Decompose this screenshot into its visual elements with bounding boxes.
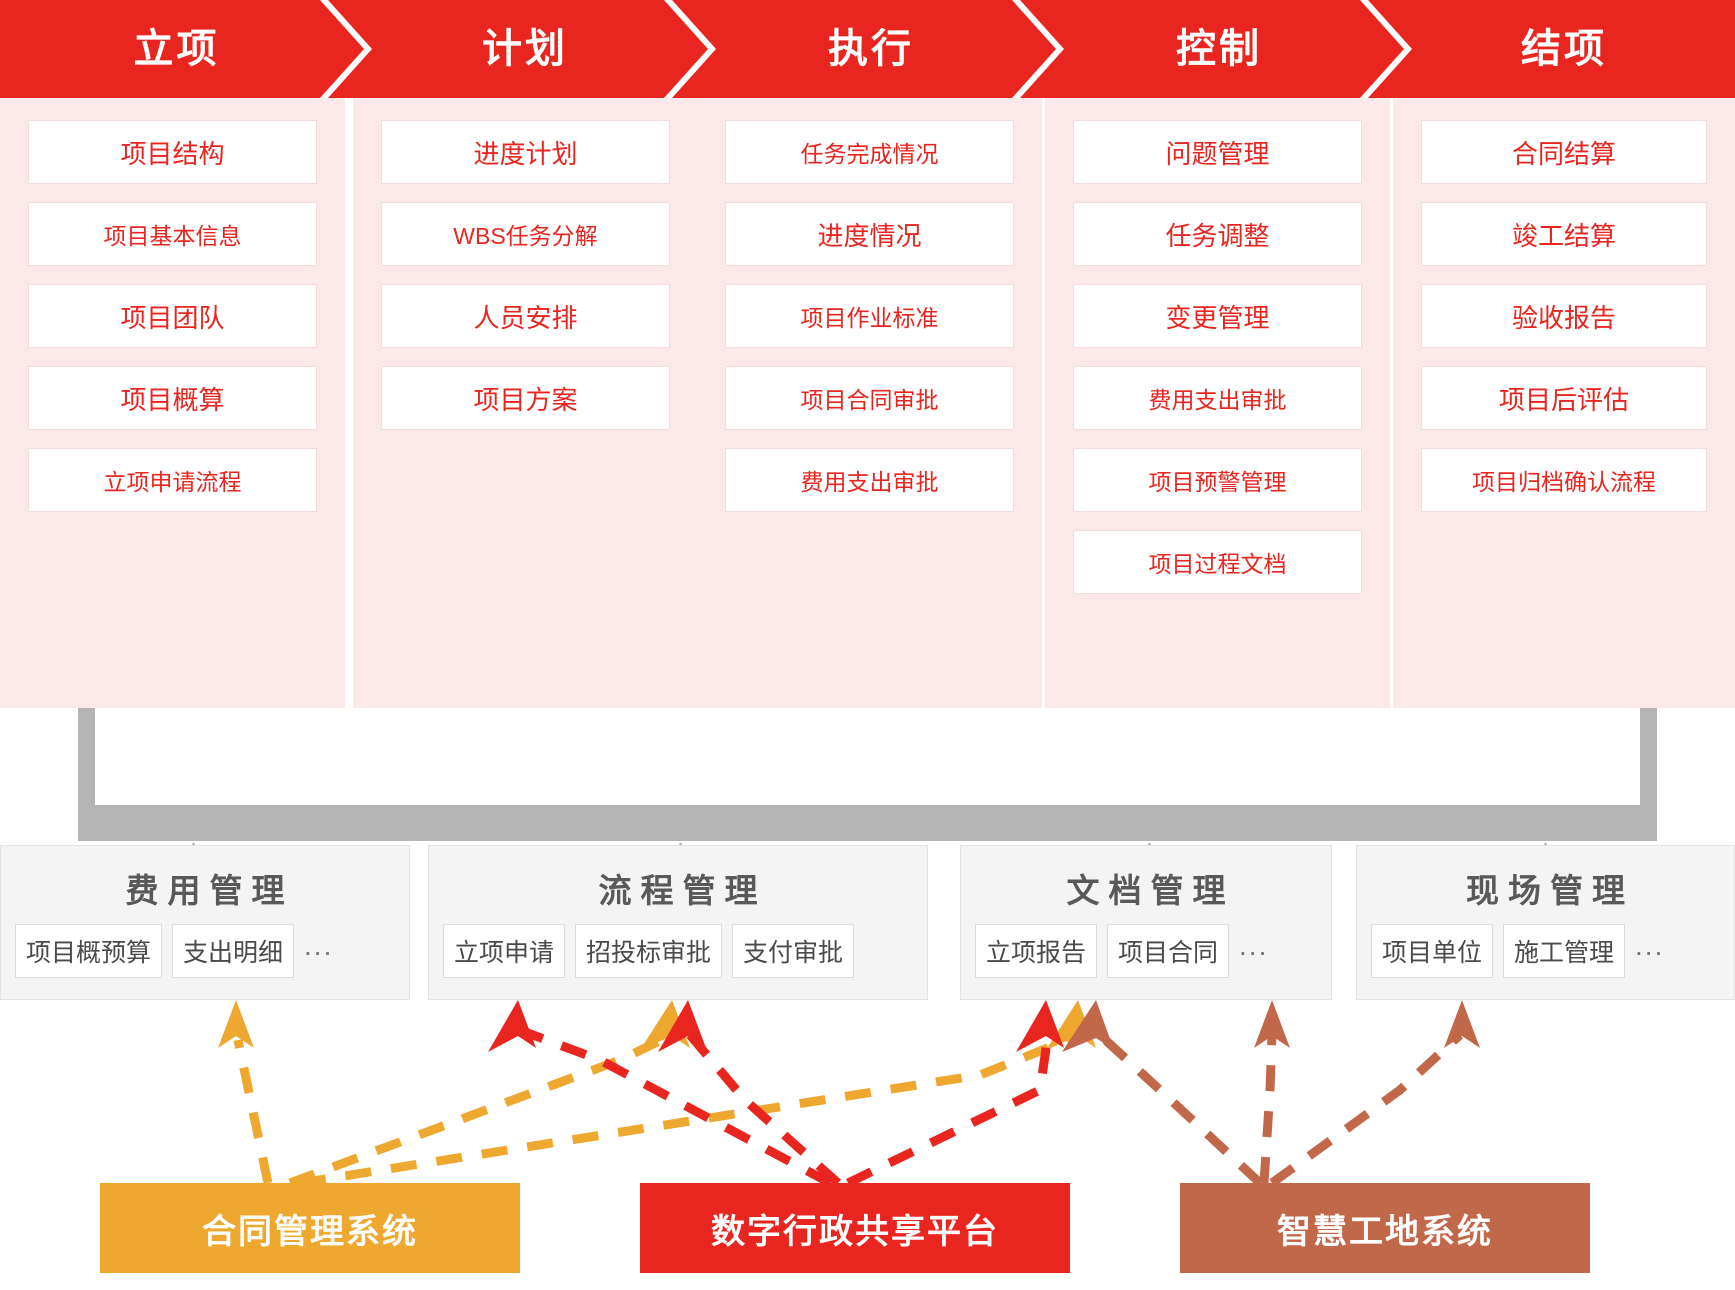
- system-label: 智慧工地系统: [1277, 1212, 1493, 1251]
- module-panel-process: 流程管理 立项申请 招投标审批 支付审批: [428, 845, 928, 1000]
- capability-tile[interactable]: 项目过程文档: [1073, 530, 1362, 594]
- capability-tile[interactable]: WBS任务分解: [381, 202, 670, 266]
- module-chip[interactable]: 施工管理: [1503, 924, 1626, 978]
- bracket-left-riser: [78, 708, 95, 820]
- module-more-ellipsis[interactable]: ...: [304, 930, 334, 961]
- dashed-link-orange-head: [218, 1000, 1096, 1050]
- stage-column-4: 问题管理 任务调整 变更管理 费用支出审批 项目预警管理 项目过程文档: [1045, 98, 1390, 708]
- module-chip[interactable]: 支出明细: [172, 924, 295, 978]
- capability-tile[interactable]: 项目方案: [381, 366, 670, 430]
- stage-chevron-3[interactable]: 执行: [697, 0, 1045, 98]
- stage-column-1: 项目结构 项目基本信息 项目团队 项目概算 立项申请流程: [0, 98, 345, 708]
- stage-chevron-4[interactable]: 控制: [1045, 0, 1393, 98]
- capability-tile[interactable]: 项目基本信息: [28, 202, 317, 266]
- capability-tile[interactable]: 项目归档确认流程: [1421, 448, 1707, 512]
- dashed-link-brown-head: [1062, 1000, 1480, 1052]
- module-chip[interactable]: 立项报告: [975, 924, 1098, 978]
- capability-tile[interactable]: 验收报告: [1421, 284, 1707, 348]
- capability-tile[interactable]: 项目合同审批: [725, 366, 1014, 430]
- system-label: 合同管理系统: [202, 1212, 418, 1251]
- bracket-right-riser: [1640, 708, 1657, 820]
- module-title: 费用管理: [125, 872, 294, 909]
- capability-tile[interactable]: 项目后评估: [1421, 366, 1707, 430]
- capability-tile[interactable]: 竣工结算: [1421, 202, 1707, 266]
- stage-column-3: 任务完成情况 进度情况 项目作业标准 项目合同审批 费用支出审批: [697, 98, 1042, 708]
- module-chip[interactable]: 支付审批: [732, 924, 855, 978]
- capability-tile[interactable]: 费用支出审批: [1073, 366, 1362, 430]
- dashed-link-orange: [233, 1030, 1082, 1188]
- stage-band: 立项 计划 执行 控制 结项: [0, 0, 1735, 98]
- capability-tile[interactable]: 变更管理: [1073, 284, 1362, 348]
- stage-label: 计划: [482, 27, 568, 71]
- capability-tile[interactable]: 项目结构: [28, 120, 317, 184]
- module-chip[interactable]: 招投标审批: [575, 924, 723, 978]
- module-chip[interactable]: 项目合同: [1107, 924, 1230, 978]
- stage-chevron-5[interactable]: 结项: [1393, 0, 1735, 98]
- module-panel-document: 文档管理 立项报告 项目合同 ...: [960, 845, 1332, 1000]
- stage-label: 执行: [828, 27, 914, 71]
- system-bar-digital-admin[interactable]: 数字行政共享平台: [640, 1183, 1070, 1273]
- stage-label: 控制: [1176, 27, 1262, 71]
- dashed-link-red-head: [488, 1000, 1064, 1052]
- module-title: 流程管理: [598, 872, 767, 909]
- dashed-link-brown: [1096, 1031, 1464, 1187]
- system-bar-contract[interactable]: 合同管理系统: [100, 1183, 520, 1273]
- bracket-base: [78, 805, 1657, 841]
- module-title: 文档管理: [1066, 872, 1235, 909]
- module-title: 现场管理: [1466, 872, 1634, 909]
- capability-tile[interactable]: 项目预警管理: [1073, 448, 1362, 512]
- system-label: 数字行政共享平台: [711, 1212, 999, 1251]
- capability-tile[interactable]: 进度情况: [725, 202, 1014, 266]
- capability-tile[interactable]: 立项申请流程: [28, 448, 317, 512]
- capability-tile[interactable]: 任务完成情况: [725, 120, 1014, 184]
- capability-tile[interactable]: 项目作业标准: [725, 284, 1014, 348]
- module-chip[interactable]: 项目概预算: [15, 924, 163, 978]
- capability-tile[interactable]: 合同结算: [1421, 120, 1707, 184]
- capability-tile[interactable]: 任务调整: [1073, 202, 1362, 266]
- stage-label: 立项: [133, 27, 220, 71]
- capability-tile[interactable]: 费用支出审批: [725, 448, 1014, 512]
- capability-tile[interactable]: 项目概算: [28, 366, 317, 430]
- capability-tile[interactable]: 进度计划: [381, 120, 670, 184]
- module-more-ellipsis[interactable]: ...: [1239, 930, 1269, 961]
- stage-chevron-1[interactable]: 立项: [0, 0, 353, 98]
- stage-chevron-2[interactable]: 计划: [353, 0, 697, 98]
- module-chip[interactable]: 立项申请: [443, 924, 566, 978]
- stage-label: 结项: [1521, 27, 1607, 71]
- module-more-ellipsis[interactable]: ...: [1635, 930, 1665, 961]
- system-bar-smart-site[interactable]: 智慧工地系统: [1180, 1183, 1590, 1273]
- module-panel-site: 现场管理 项目单位 施工管理 ...: [1356, 845, 1735, 1000]
- stage-column-5: 合同结算 竣工结算 验收报告 项目后评估 项目归档确认流程: [1393, 98, 1735, 708]
- capability-tile[interactable]: 问题管理: [1073, 120, 1362, 184]
- capability-tile[interactable]: 项目团队: [28, 284, 317, 348]
- capability-tile[interactable]: 人员安排: [381, 284, 670, 348]
- dashed-link-red: [523, 1027, 1053, 1188]
- module-panel-cost: 费用管理 项目概预算 支出明细 ...: [0, 845, 410, 1000]
- stage-column-2: 进度计划 WBS任务分解 人员安排 项目方案: [353, 98, 698, 708]
- module-chip[interactable]: 项目单位: [1371, 924, 1494, 978]
